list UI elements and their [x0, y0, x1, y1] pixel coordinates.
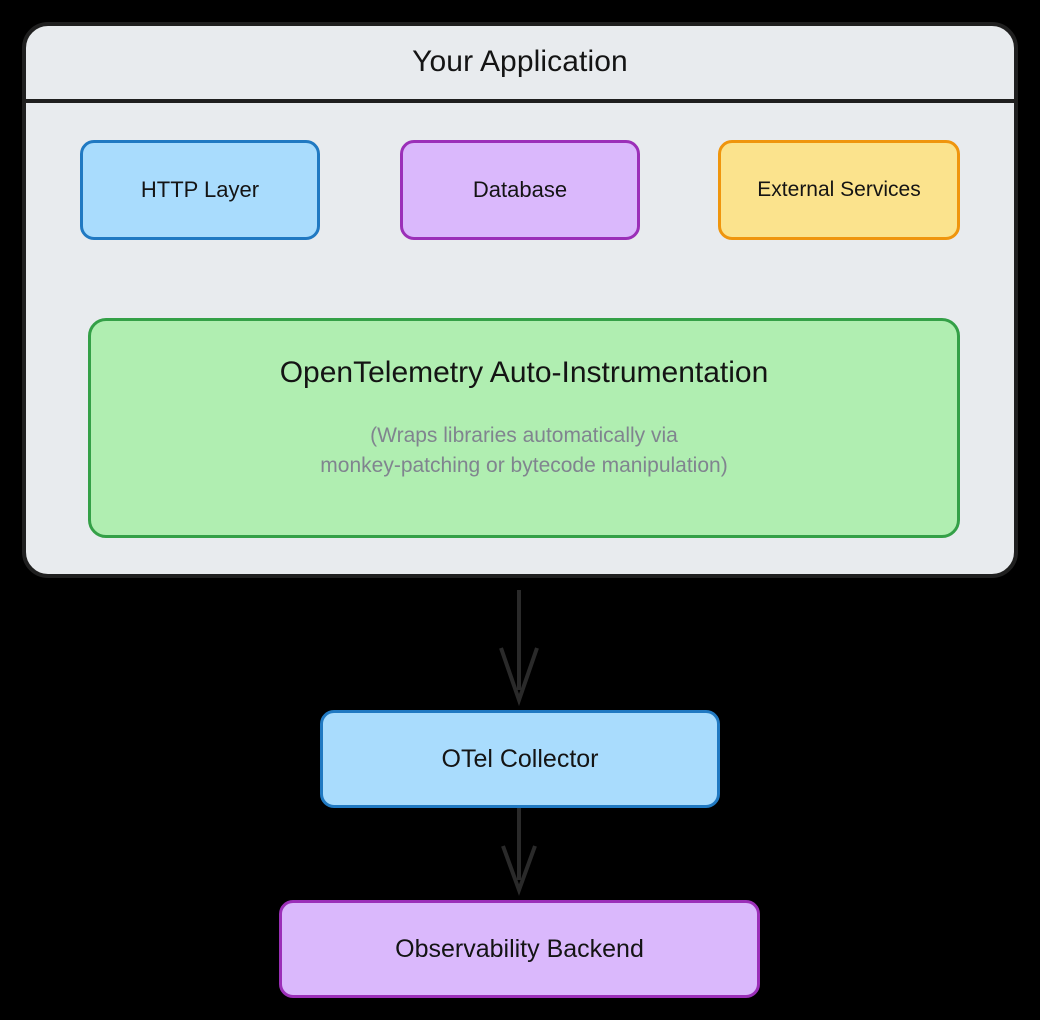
node-database[interactable]: Database [400, 140, 640, 240]
node-otel-collector[interactable]: OTel Collector [320, 710, 720, 808]
subtitle-line-2: monkey-patching or bytecode manipulation… [320, 454, 728, 478]
node-http-layer-label: HTTP Layer [140, 177, 260, 203]
node-external-services[interactable]: External Services [718, 140, 960, 240]
node-http-layer[interactable]: HTTP Layer [80, 140, 320, 240]
node-otel-collector-label: OTel Collector [441, 744, 599, 773]
edge-app-to-collector [499, 590, 539, 707]
subtitle-line-1: (Wraps libraries automatically via [370, 424, 678, 447]
edge-collector-to-backend [501, 808, 537, 896]
node-observability-backend-label: Observability Backend [395, 934, 644, 963]
page-title: Your Application [412, 45, 628, 78]
node-external-services-label: External Services [757, 177, 921, 201]
node-otel-auto-instrumentation-label: OpenTelemetry Auto-Instrumentation [279, 356, 769, 389]
node-observability-backend[interactable]: Observability Backend [279, 900, 760, 998]
node-database-label: Database [472, 177, 568, 203]
node-otel-auto-instrumentation-subtitle: (Wraps libraries automatically via monke… [320, 421, 727, 482]
header-divider [26, 99, 1014, 103]
node-otel-auto-instrumentation[interactable]: OpenTelemetry Auto-Instrumentation (Wrap… [88, 318, 960, 538]
